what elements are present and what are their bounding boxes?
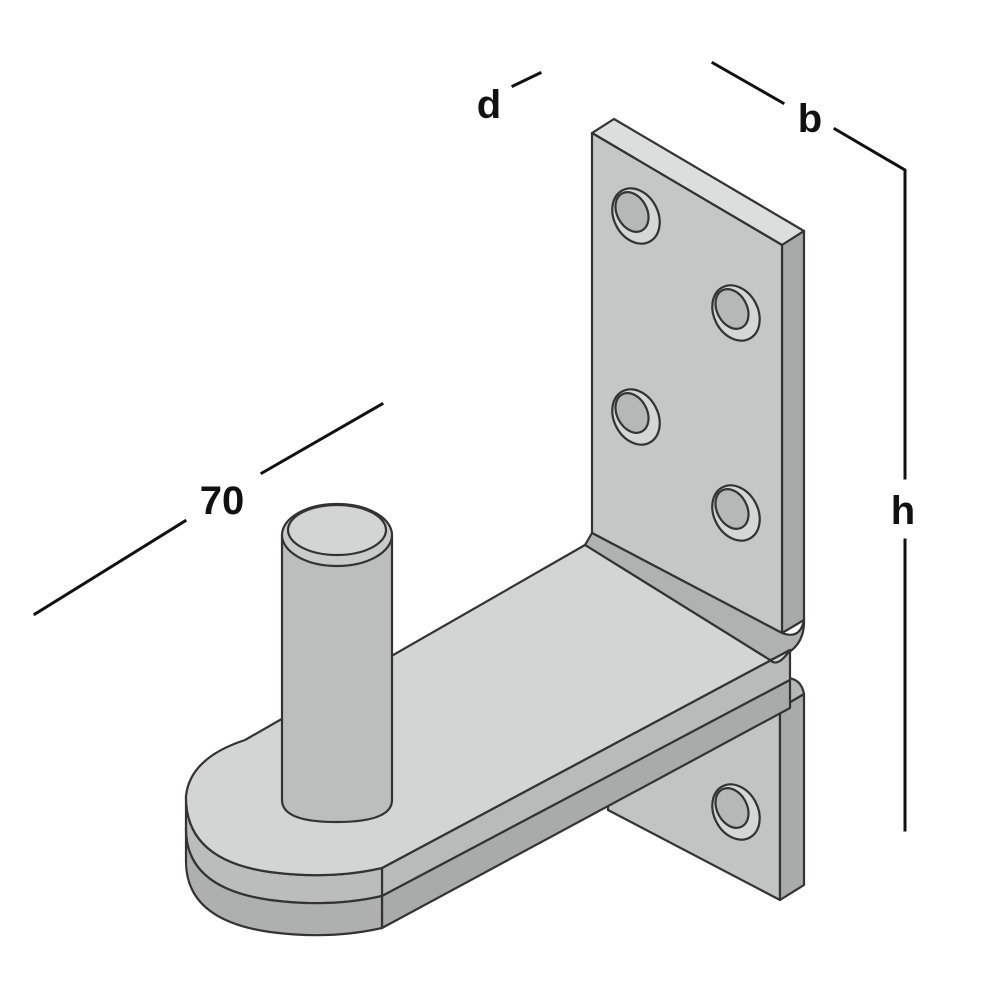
upper-plate-side-edge: [780, 229, 806, 635]
screw-hole-inner: [614, 191, 650, 233]
pin-body: [280, 533, 394, 824]
length-dimension-label: 70: [200, 479, 245, 523]
screw-hole-3: [611, 388, 661, 446]
width-dimension-line-right: [832, 126, 907, 480]
pin-top-chamfer: [286, 503, 388, 557]
screw-hole-inner: [614, 392, 650, 434]
depth-dimension-line: [510, 70, 543, 89]
lower-plate-side: [778, 692, 806, 902]
dimension-labels: 70 d b h: [200, 83, 915, 533]
screw-hole-5: [711, 783, 761, 841]
width-dimension-line-left: [710, 60, 786, 106]
strap-round-end-lower: [184, 826, 384, 937]
screw-holes: [611, 187, 761, 841]
dimension-lines: [32, 60, 907, 832]
screw-hole-inner: [714, 787, 750, 829]
hinge-bracket: [184, 117, 806, 937]
screw-hole-inner: [714, 288, 750, 330]
screw-hole-2: [711, 284, 761, 342]
screw-hole-1: [611, 187, 661, 245]
screw-hole-inner: [714, 488, 750, 530]
depth-dimension-label: d: [477, 83, 501, 127]
pintle-pin: [280, 502, 394, 824]
width-dimension-label: b: [798, 97, 822, 141]
screw-hole-4: [711, 484, 761, 542]
length-dimension-line-left: [32, 518, 188, 617]
length-dimension-line-right: [259, 401, 385, 476]
height-dimension-label: h: [891, 489, 915, 533]
